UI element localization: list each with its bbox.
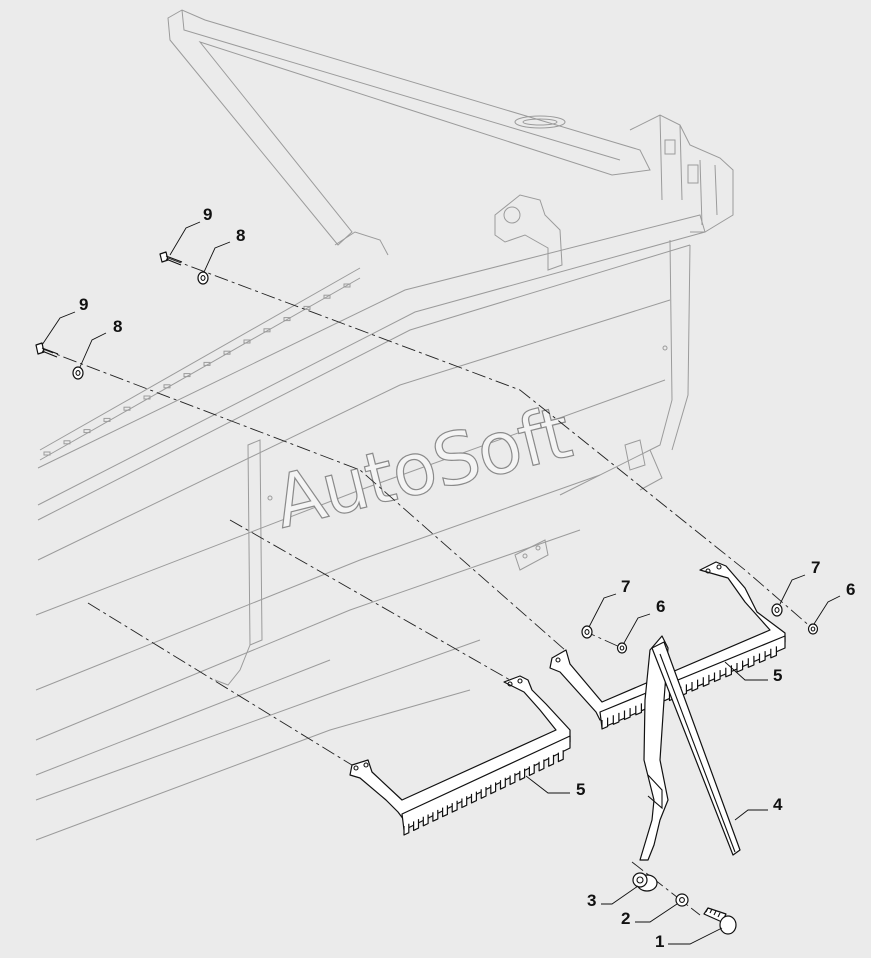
callout-8-upper: 8 bbox=[236, 226, 245, 245]
callout-6-middle: 6 bbox=[656, 597, 665, 616]
callout-9-upper: 9 bbox=[203, 205, 212, 224]
washer-7-right bbox=[771, 603, 783, 617]
nut-6-middle bbox=[616, 642, 628, 654]
rail-tick bbox=[323, 294, 331, 299]
rail-tick bbox=[163, 384, 171, 389]
washer-8-lower bbox=[72, 366, 84, 380]
toothed-guard-5-left bbox=[349, 675, 571, 836]
callout-6-right: 6 bbox=[846, 580, 855, 599]
callout-8-lower: 8 bbox=[113, 317, 122, 336]
rail-tick bbox=[63, 440, 71, 445]
guard-tooth-row bbox=[403, 750, 564, 836]
frame-ghost bbox=[35, 9, 734, 841]
callout-4: 4 bbox=[773, 795, 783, 814]
leader-lines bbox=[41, 221, 841, 945]
rail-ticks bbox=[43, 283, 351, 456]
assembly-lines bbox=[39, 257, 813, 916]
callout-9-lower: 9 bbox=[79, 295, 88, 314]
callout-labels: 9 8 9 8 7 6 7 6 5 5 4 3 2 1 bbox=[79, 205, 855, 951]
callout-5-left: 5 bbox=[576, 780, 585, 799]
callout-7-middle: 7 bbox=[621, 577, 630, 596]
callout-2: 2 bbox=[621, 909, 630, 928]
teeth-left bbox=[403, 750, 564, 836]
washer-7-middle bbox=[581, 625, 593, 639]
rail-tick bbox=[123, 406, 131, 411]
nut-6-right bbox=[807, 623, 819, 635]
rail-tick bbox=[303, 305, 311, 310]
rail-tick bbox=[183, 373, 191, 378]
callout-3: 3 bbox=[587, 891, 596, 910]
rail-tick bbox=[43, 451, 51, 456]
washer-8-upper bbox=[197, 271, 209, 285]
rail-tick bbox=[143, 395, 151, 400]
callout-7-right: 7 bbox=[811, 558, 820, 577]
rail-tick bbox=[83, 429, 91, 434]
rail-tick bbox=[243, 339, 251, 344]
washer-2 bbox=[675, 893, 689, 907]
pointed-strip-4 bbox=[651, 641, 741, 856]
rail-tick bbox=[203, 361, 211, 366]
callout-5-right: 5 bbox=[773, 666, 782, 685]
bushing-3 bbox=[632, 872, 658, 892]
rail-tick bbox=[263, 328, 271, 333]
bolt-1 bbox=[703, 907, 737, 935]
watermark-text: AutoSoft bbox=[266, 390, 579, 544]
bolt-9-lower bbox=[35, 342, 59, 358]
rail-tick bbox=[223, 350, 231, 355]
rail-tick bbox=[343, 283, 351, 288]
callout-1: 1 bbox=[655, 932, 664, 951]
rail-tick bbox=[103, 417, 111, 422]
toothed-guard-5-right bbox=[549, 561, 786, 730]
bolt-9-upper bbox=[159, 251, 183, 266]
rail-tick bbox=[283, 317, 291, 322]
